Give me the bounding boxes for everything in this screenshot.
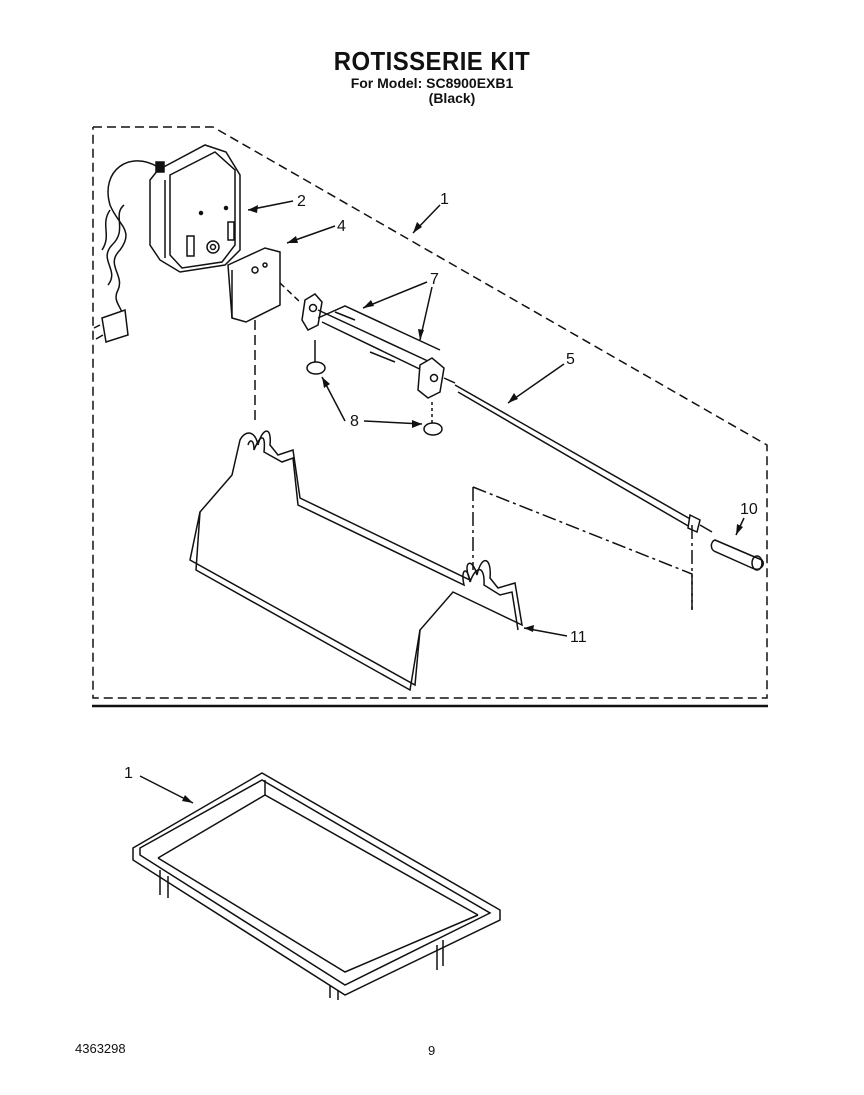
page-title: ROTISSERIE KIT (333, 46, 531, 76)
motor-illustration (93, 144, 241, 343)
spit-rod-illustration (454, 384, 713, 534)
callout-4: 4 (337, 218, 346, 235)
callout-7: 7 (430, 271, 439, 288)
color-line: (Black) (428, 90, 476, 106)
bracket-illustration (227, 247, 281, 323)
drip-pan-illustration (132, 772, 501, 1000)
callout-8: 8 (350, 413, 359, 430)
spit-fork-illustration (301, 293, 456, 399)
support-frame-illustration (189, 430, 523, 692)
arrowheads (182, 205, 743, 803)
handle-illustration (710, 539, 764, 571)
screws-illustration (306, 340, 443, 436)
part-number: 4363298 (75, 1041, 126, 1056)
callout-10: 10 (740, 501, 758, 518)
callout-11: 11 (570, 629, 587, 646)
model-line: For Model: SC8900EXB1 (350, 75, 514, 91)
callout-1-kit: 1 (440, 191, 449, 208)
callout-1-pan: 1 (124, 765, 133, 782)
callout-2: 2 (297, 193, 306, 210)
kit-boundary (92, 126, 768, 699)
page-number: 9 (428, 1043, 436, 1058)
callout-5: 5 (566, 351, 575, 368)
